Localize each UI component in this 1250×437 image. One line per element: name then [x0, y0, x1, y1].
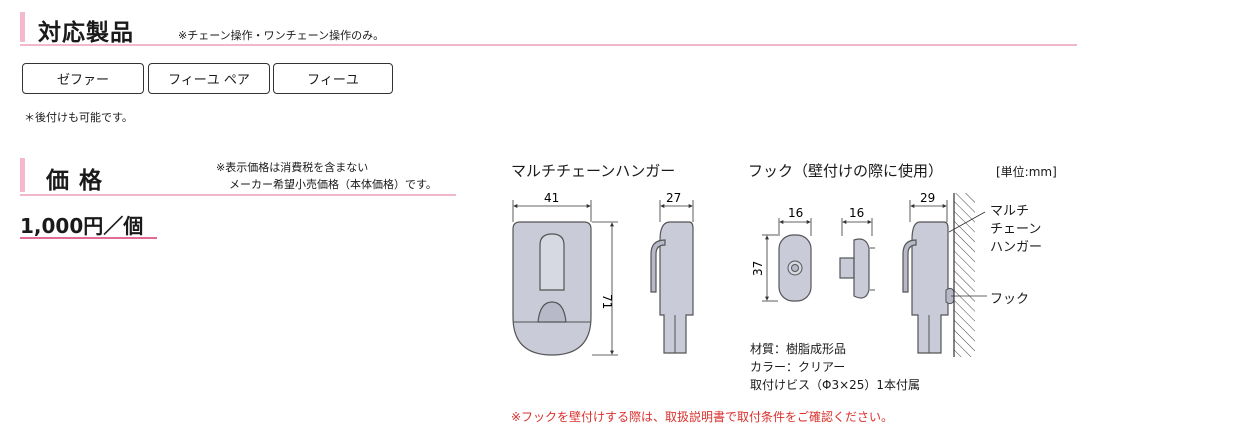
hanger-callout-line1: マルチ: [990, 204, 1030, 219]
hanger-hook-cutout: [537, 301, 567, 323]
hook-side-stem: [839, 257, 855, 279]
hanger-front-view: 41 71: [512, 191, 618, 356]
price-note-line2: メーカー希望小売価格（本体価格）です。: [229, 178, 437, 191]
hook-side-width-dim: 16: [849, 206, 864, 220]
unit-label: [単位:mm]: [996, 165, 1057, 179]
compatible-rule: [20, 44, 1077, 46]
hook-side-plate: [853, 238, 870, 299]
mounting-warning: ※フックを壁付けする際は、取扱説明書で取付条件をご確認ください。: [511, 410, 894, 424]
hanger-side-back: [659, 221, 694, 354]
hanger-callout-line3: ハンガー: [990, 240, 1043, 255]
hanger-callout-line2: チェーン: [990, 222, 1042, 237]
product-feuille-button[interactable]: フィーユ: [273, 63, 393, 94]
retrofit-note: ＊後付けも可能です。: [24, 111, 133, 124]
price-underline: [20, 237, 157, 239]
hook-title: フック（壁付けの際に使用）: [748, 162, 944, 180]
mounted-dim: 29: [920, 191, 935, 205]
hook-front-width-dim: 16: [788, 206, 803, 220]
price-note-line1: ※表示価格は消費税を含まない: [216, 161, 369, 174]
hanger-side-clip: [650, 239, 666, 293]
spec-material: 材質：樹脂成形品: [750, 342, 847, 356]
price-rule: [20, 194, 456, 196]
hook-side-view: 16: [839, 206, 875, 299]
mounted-view: 29: [902, 191, 987, 357]
mounted-hanger: [911, 221, 949, 354]
hanger-height-dim: 71: [600, 294, 614, 309]
spec-screw: 取付けビス（Φ3×25）1本付属: [750, 378, 921, 392]
hook-callout: フック: [990, 292, 1030, 307]
hanger-slot: [539, 233, 565, 291]
product-feuille-pair-button[interactable]: フィーユ ペア: [148, 63, 270, 94]
price-value: 1,000円／個: [20, 214, 144, 238]
hanger-side-view: 27: [650, 191, 694, 354]
hanger-depth-dim: 27: [666, 191, 681, 205]
price-heading-bar: [20, 158, 25, 192]
compatible-heading-bar: [20, 12, 25, 42]
spec-color: カラー：クリアー: [750, 360, 846, 374]
hanger-title: マルチチェーンハンガー: [511, 162, 676, 180]
wall-hatching: [954, 193, 975, 357]
compatible-note: ※チェーン操作・ワンチェーン操作のみ。: [178, 29, 385, 42]
price-title: 価 格: [46, 168, 104, 194]
product-zephyr-button[interactable]: ゼファー: [22, 63, 144, 94]
hanger-width-dim: 41: [544, 191, 559, 205]
hook-height-dim: 37: [751, 261, 765, 276]
hook-front-view: 16 37: [751, 206, 812, 302]
compatible-title: 対応製品: [38, 20, 134, 46]
